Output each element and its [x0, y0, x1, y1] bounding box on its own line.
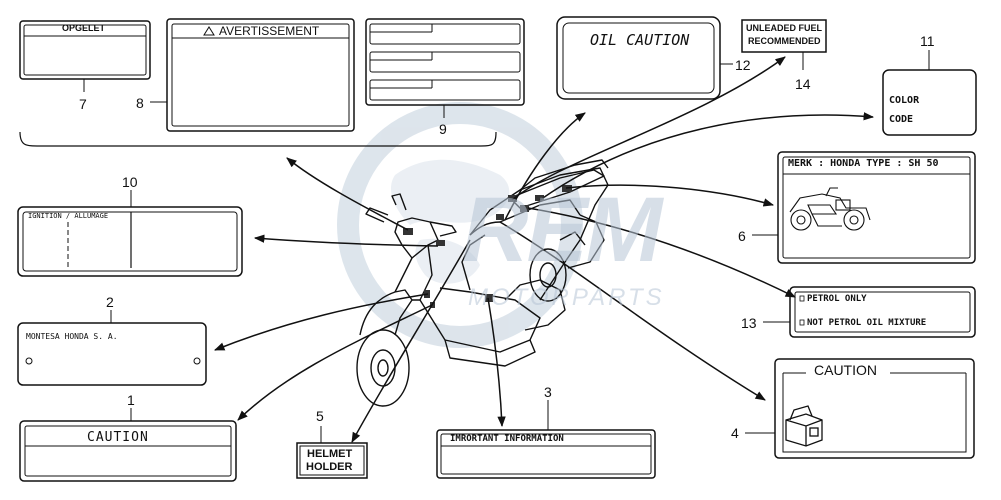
label-box-petrol — [789, 286, 976, 338]
label-box-color-code — [882, 69, 977, 136]
label-box-oil-caution — [556, 16, 721, 100]
label-box-avertissement — [166, 18, 355, 132]
label-box-ignition — [17, 206, 243, 277]
label-box-montesa — [17, 322, 207, 386]
label-box-caution-4 — [774, 358, 975, 459]
label-box-unleaded — [741, 19, 827, 53]
leader-arrows — [214, 56, 875, 443]
label-box-merk — [777, 151, 976, 264]
label-box-strips — [365, 18, 525, 106]
label-box-opgelet — [19, 20, 151, 80]
watermark-globe — [337, 102, 583, 348]
label-box-important — [436, 429, 656, 479]
label-box-helmet-holder — [296, 442, 368, 479]
label-box-caution-1 — [19, 420, 237, 482]
group-bracket — [19, 131, 497, 147]
